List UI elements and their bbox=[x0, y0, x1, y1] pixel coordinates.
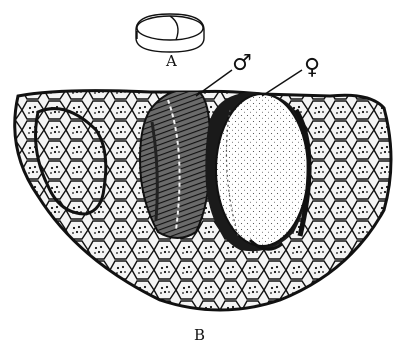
female-organ bbox=[205, 92, 309, 251]
male-organ bbox=[140, 89, 210, 238]
female-pointer-line bbox=[262, 70, 302, 96]
female-symbol-label: ♀ bbox=[304, 55, 320, 80]
panel-a-sketch bbox=[136, 14, 204, 52]
label-panel-a: A bbox=[165, 52, 177, 70]
male-symbol-label: ♂ bbox=[232, 51, 252, 76]
label-panel-b: B bbox=[194, 326, 205, 344]
